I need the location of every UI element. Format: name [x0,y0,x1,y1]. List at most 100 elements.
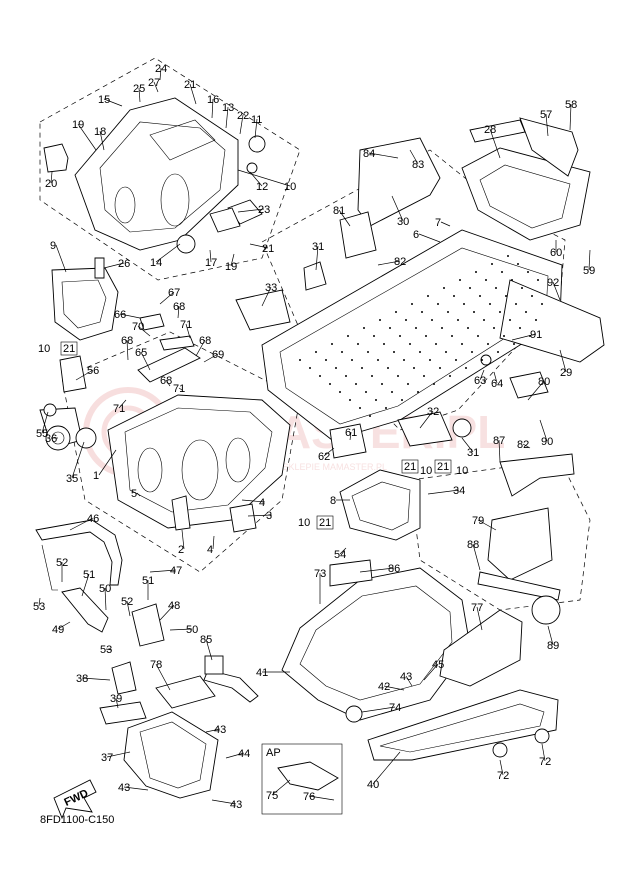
tunnel-hole [391,391,393,393]
part-callout-55: 55 [36,428,48,440]
leader-line [349,431,352,441]
tunnel-hole [409,343,411,345]
tunnel-hole [489,303,491,305]
leader-line [539,419,548,442]
callout-box [316,515,334,530]
tunnel-hole [429,359,431,361]
part-callout-35: 35 [66,473,78,485]
leader-line [237,169,291,187]
tunnel-hole [437,303,439,305]
part-callout-43: 43 [400,671,412,683]
part-callout-84: 84 [363,148,375,160]
part-callout-42: 42 [378,681,390,693]
leader-line [169,628,193,631]
leader-line [237,208,265,213]
leader-line [50,171,53,184]
running-board [367,689,559,761]
tunnel-hole [537,279,539,281]
tunnel-hole [481,359,483,361]
part-callout-23: 23 [258,204,270,216]
tunnel-hole [447,311,449,313]
leader-line [476,606,483,631]
part-callout-73: 73 [314,568,326,580]
leader-line [105,648,113,651]
tunnel-hole [477,335,479,337]
leader-line [423,663,439,681]
leader-line [477,519,497,531]
part-callout-65: 65 [135,347,147,359]
part-callout-31: 31 [312,241,324,253]
tunnel-hole [443,287,445,289]
tunnel-hole [461,343,463,345]
part-callout-63: 63 [474,375,486,387]
tunnel-hole [351,359,353,361]
part-callout-85: 85 [200,634,212,646]
part-callout-19: 19 [72,119,84,131]
part-callout-69: 69 [212,349,224,361]
leader-line [126,600,131,617]
tunnel-hole [453,295,455,297]
part-callout-83: 83 [412,159,424,171]
tunnel-hole [377,359,379,361]
tunnel [235,117,605,441]
part-callout-64: 64 [491,378,503,390]
tunnel-hole [387,367,389,369]
tunnel-holes [299,255,543,417]
part-callout-8: 8 [330,495,336,507]
tunnel-hole [325,359,327,361]
leader-line [498,439,501,463]
part-callout-51: 51 [83,569,95,581]
leader-line [588,249,591,271]
leader-line [99,130,105,151]
tunnel-hole [451,335,453,337]
tunnel-hole [439,367,441,369]
part-callout-36: 36 [45,433,57,445]
tunnel-hole [503,335,505,337]
part-callout-21: 21 [184,79,196,91]
part-callout-3: 3 [266,510,272,522]
callout-box [401,459,419,474]
part-callout-28: 28 [484,124,496,136]
part-callout-58: 58 [565,99,577,111]
part-callout-19: 19 [225,261,237,273]
part-callout-43: 43 [230,799,242,811]
tunnel-hole [369,415,371,417]
tunnel-hole [527,271,529,273]
part-callout-27: 27 [148,77,160,89]
leader-line [189,83,197,105]
tunnel-hole [445,351,447,353]
tunnel-hole [427,295,429,297]
tunnel-hole [423,375,425,377]
tunnel-hole [349,399,351,401]
leader-line [323,447,335,457]
tunnel-hole [397,375,399,377]
leader-line [38,597,41,607]
leader-line [569,103,572,131]
leader-line [552,281,561,301]
tunnel-hole [341,351,343,353]
leader-line [177,305,180,319]
leader-line [559,349,567,373]
leader-line [479,369,485,381]
part-callout-10: 10 [284,181,296,193]
tunnel-hole [379,319,381,321]
part-callout-89: 89 [547,640,559,652]
part-callout-61: 61 [345,427,357,439]
part-callout-76: 76 [303,791,315,803]
belly-pan [281,559,471,723]
part-callout-74: 74 [389,702,401,714]
part-callout-21: 21 [404,461,416,473]
tunnel-hole [399,335,401,337]
part-callout-91: 91 [530,329,542,341]
part-callout-54: 54 [334,549,346,561]
leader-line [137,325,151,337]
leader-line [41,411,49,434]
part-callout-82: 82 [517,439,529,451]
tunnel-hole [491,263,493,265]
part-callout-17: 17 [205,257,217,269]
leader-line [419,410,434,429]
tunnel-hole [383,343,385,345]
part-callout-39: 39 [110,693,122,705]
part-callout-26: 26 [118,258,130,270]
